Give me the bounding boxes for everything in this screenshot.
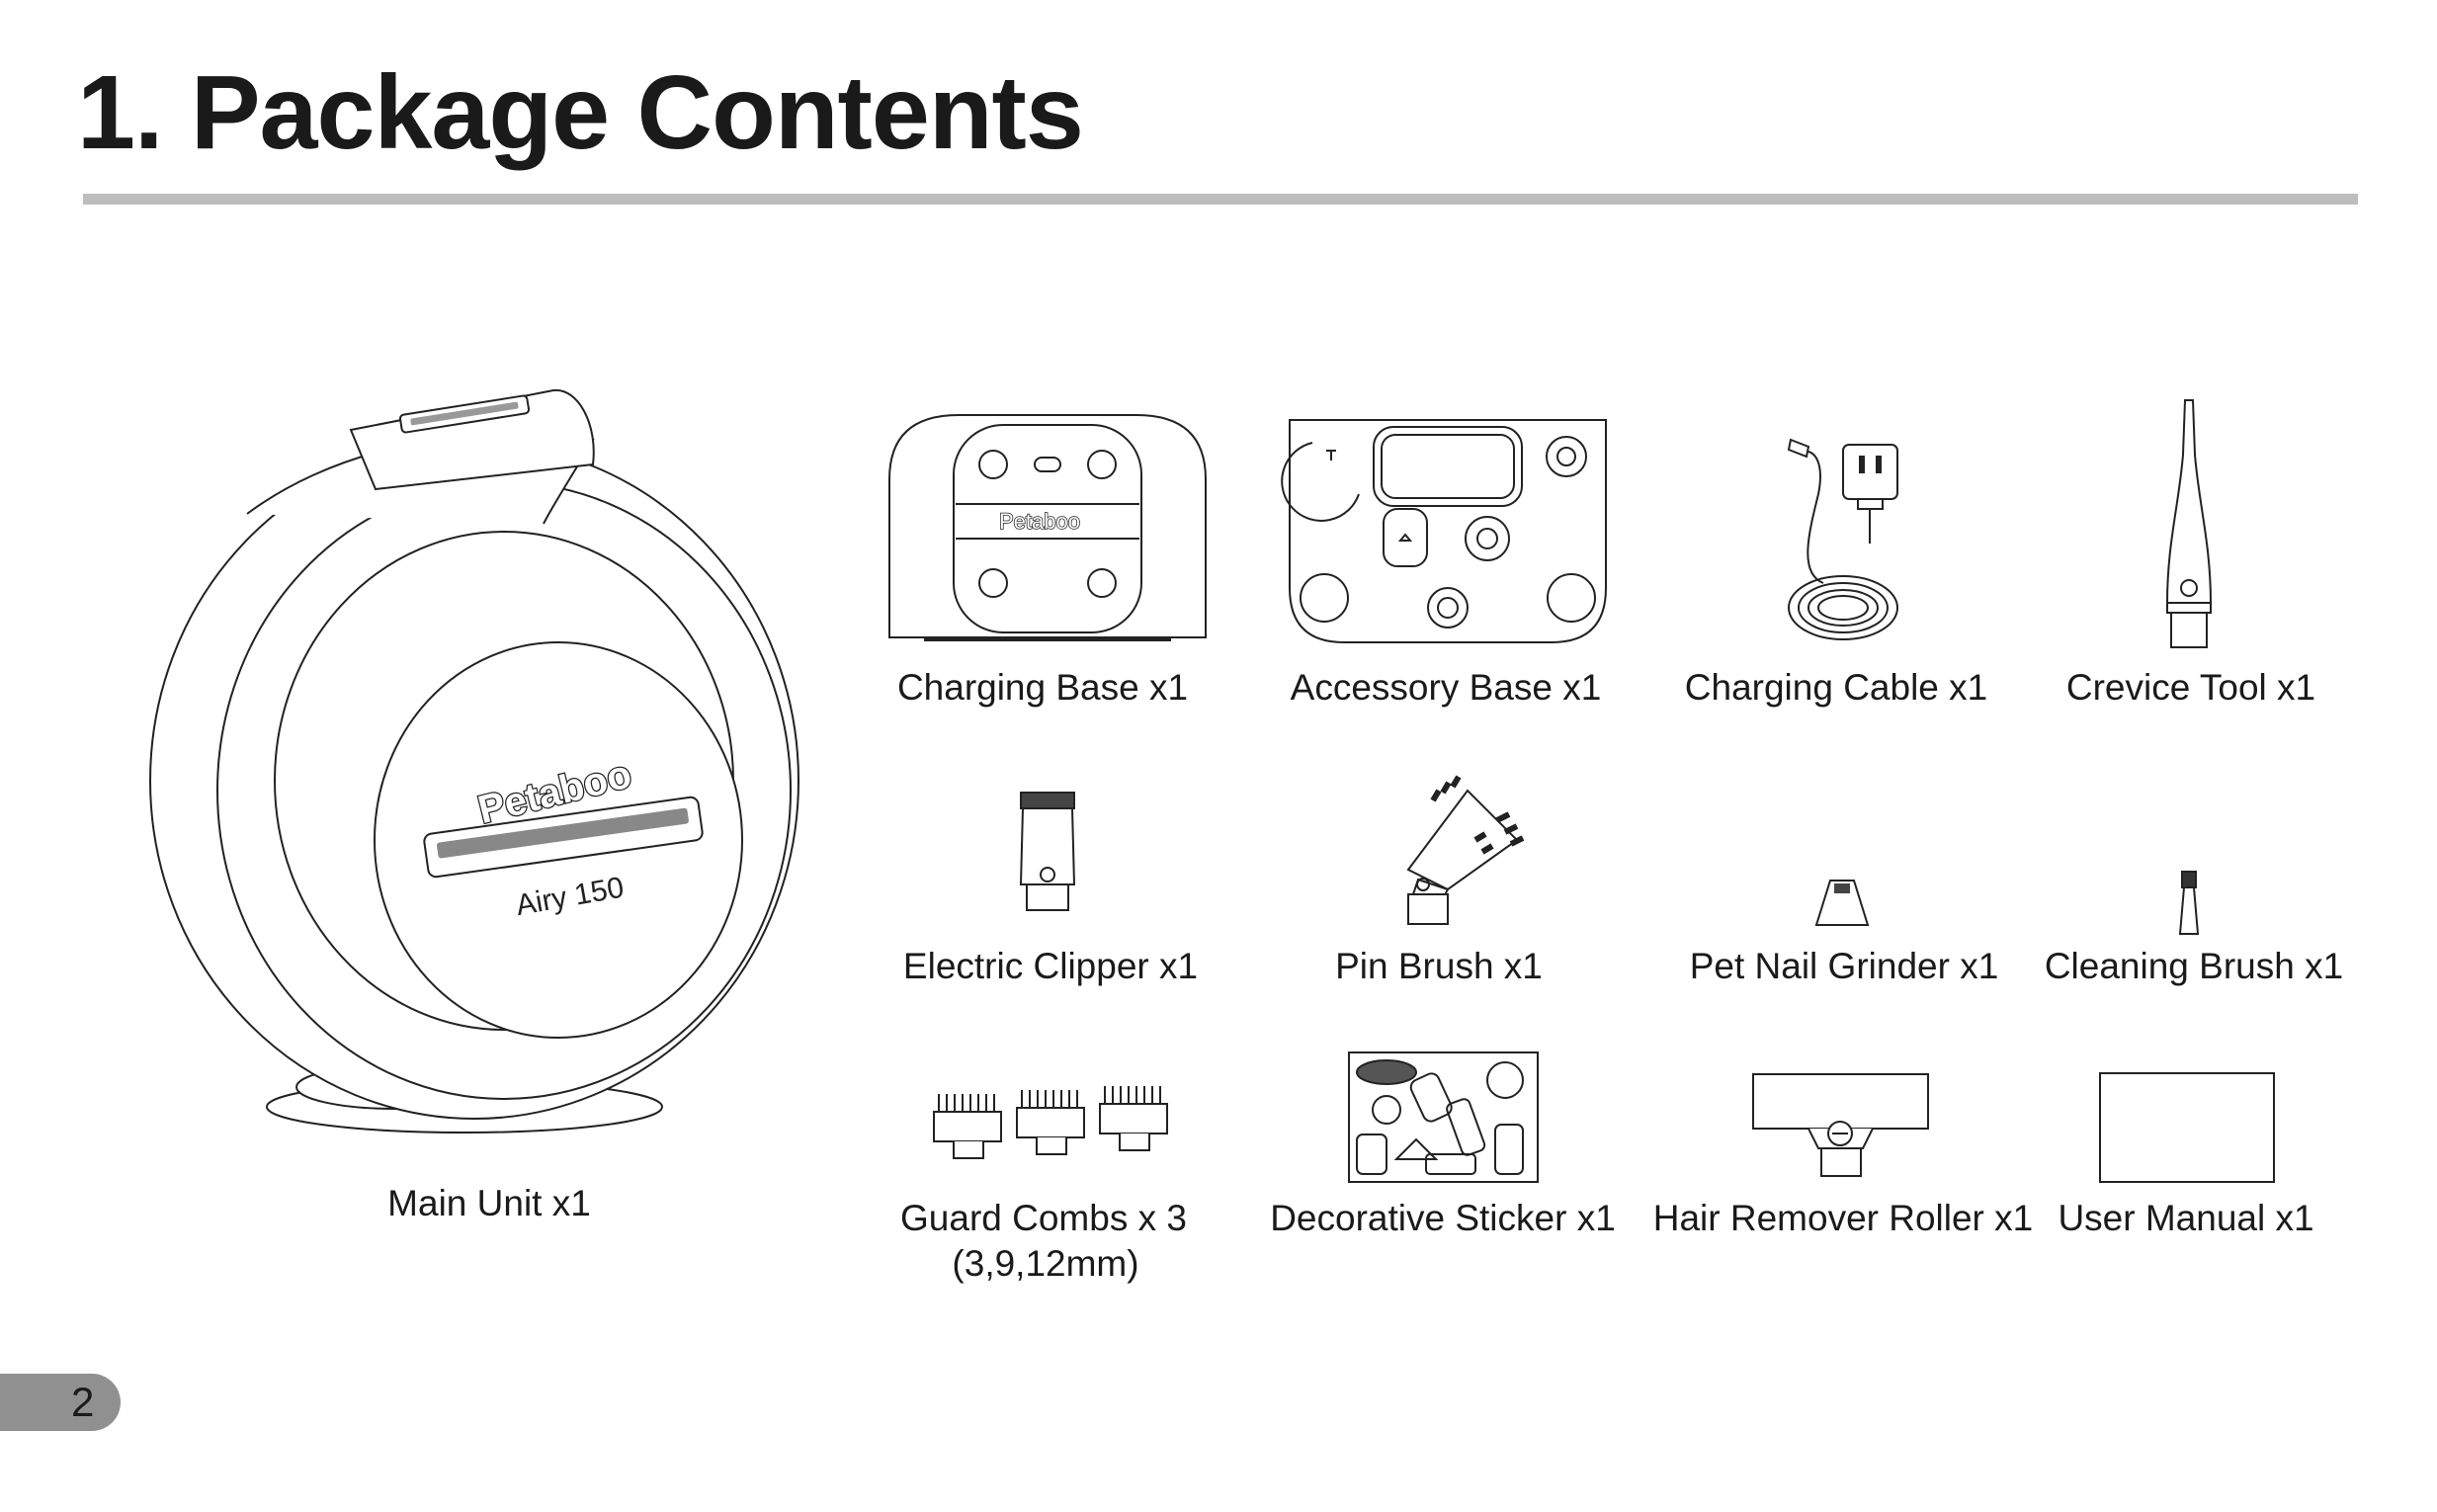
item-label: Charging Base x1 (896, 667, 1189, 708)
charging-cable-icon (1779, 435, 1907, 642)
page-number-badge (0, 1374, 121, 1431)
title-divider (83, 194, 2358, 205)
item-label: Cleaning Brush x1 (2044, 946, 2344, 986)
cleaning-brush-icon (2174, 870, 2204, 939)
hair-roller-icon (1749, 1069, 1932, 1180)
item-label: Crevice Tool x1 (2065, 667, 2316, 708)
nail-grinder-icon (1810, 876, 1874, 937)
electric-clipper-icon (1013, 791, 1082, 914)
charging-base-icon: Petaboo (884, 410, 1211, 647)
crevice-tool-icon (2159, 395, 2219, 652)
pin-brush-icon (1388, 771, 1527, 929)
main-unit-label: Main Unit x1 (387, 1183, 591, 1223)
page-title: 1. Package Contents (77, 54, 1084, 171)
item-label: Accessory Base x1 (1290, 667, 1602, 708)
item-label: Charging Cable x1 (1684, 667, 1988, 708)
main-unit-icon: Petaboo Airy 150 (138, 366, 830, 1156)
accessory-base-icon (1285, 415, 1611, 647)
item-label: Guard Combs x 3 (900, 1198, 1187, 1238)
guard-combs-icon (929, 1087, 1171, 1166)
item-label: User Manual x1 (2058, 1198, 2314, 1238)
user-manual-icon (2098, 1071, 2276, 1184)
charging-base-brand: Petaboo (999, 509, 1080, 534)
item-label: Electric Clipper x1 (902, 946, 1199, 986)
sticker-sheet-icon (1347, 1050, 1540, 1184)
item-sublabel: (3,9,12mm) (952, 1243, 1139, 1284)
item-label: Decorative Sticker x1 (1270, 1198, 1616, 1238)
item-label: Pet Nail Grinder x1 (1689, 946, 1999, 986)
page-number: 2 (71, 1379, 95, 1425)
item-label: Hair Remover Roller x1 (1652, 1198, 2034, 1238)
item-label: Pin Brush x1 (1335, 946, 1543, 986)
